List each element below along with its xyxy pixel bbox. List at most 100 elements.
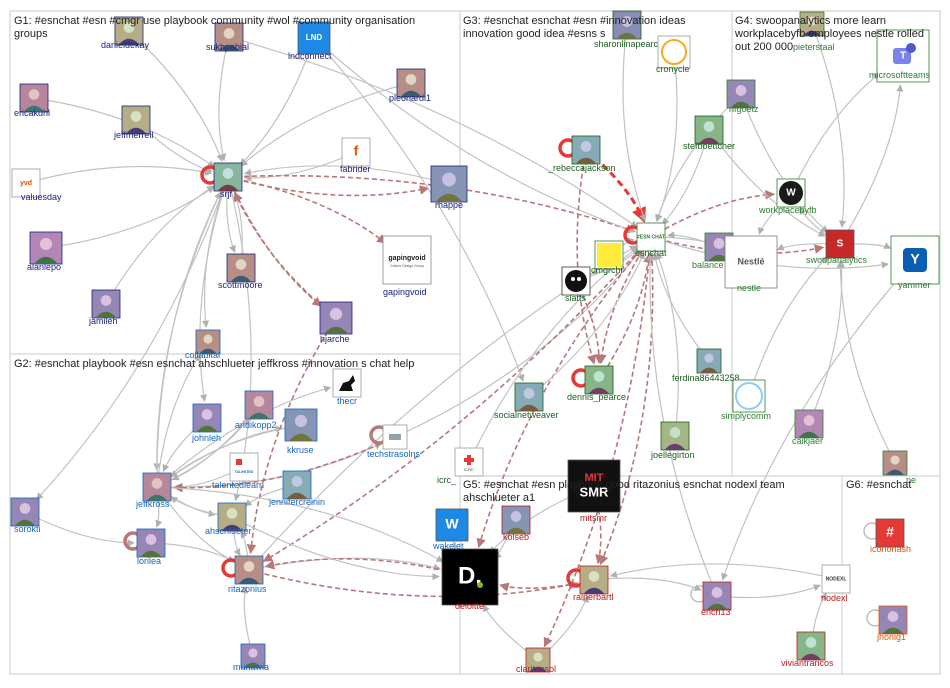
node-kolseb[interactable]: kolseb [501, 505, 531, 542]
svg-text:gapingvoid: gapingvoid [388, 255, 425, 262]
edge-esnchat-to-ritazonius [262, 236, 652, 562]
node-label: lorilea [137, 556, 161, 566]
node-label: fabrider [340, 164, 371, 174]
node-ahschlueter[interactable]: ahschlueter [205, 502, 252, 536]
node-pleonardi1[interactable]: pleonardi1 [389, 68, 431, 103]
node-pe-partial[interactable]: pe [882, 450, 916, 485]
avatar-icon [799, 11, 825, 37]
node-collabital[interactable]: collabital [185, 329, 221, 360]
node-pieterstaal[interactable]: pieterstaal [793, 11, 835, 52]
avatar-icon [226, 253, 256, 283]
node-sharonlinapearce[interactable]: sharonlinapearce [594, 10, 663, 49]
node--rebeccajackson[interactable]: _rebeccajackson [547, 135, 616, 173]
edge-sharonlinapearce-to-esnchat [622, 24, 647, 222]
node-label: mitsmr [580, 513, 607, 523]
node-muhawia[interactable]: muhawia [233, 643, 269, 672]
horse-rider-logo-icon [332, 368, 362, 398]
node-sukhpabial[interactable]: sukhpabial [206, 22, 249, 52]
node-techstrasolns[interactable]: techstrasolns [367, 424, 421, 459]
slatts-logo-icon [561, 266, 591, 296]
node-label: swoopanalytics [806, 255, 868, 265]
node-label: nodexl [821, 593, 848, 603]
node-jeffmerrell[interactable]: jeffmerrell [113, 105, 153, 140]
node-slatts[interactable]: slatts [561, 266, 591, 303]
node-erich13[interactable]: erich13 [701, 581, 732, 617]
node-label: erich13 [701, 607, 731, 617]
node-scottmoore[interactable]: scottmoore [218, 253, 263, 290]
node-label: sharonlinapearce [594, 39, 663, 49]
node-cmgrchi[interactable]: cmgrchi [591, 240, 624, 275]
node-caikjaer[interactable]: caikjaer [792, 409, 824, 446]
node-iconohash[interactable]: #iconohash [870, 518, 911, 554]
node-johnleh[interactable]: johnleh [191, 403, 222, 443]
node-hjarche[interactable]: hjarche [319, 301, 353, 344]
node-viviantrancos[interactable]: viviantrancos [781, 631, 834, 668]
edge-kkruse-to-jeffkross [170, 424, 302, 478]
cronycle-logo-icon [657, 35, 691, 69]
edge-jeffkross-to-srjf [156, 191, 221, 488]
panel-g6 [841, 475, 941, 675]
node-danieldekay[interactable]: danieldekay [101, 16, 150, 50]
node-nfgoetz[interactable]: nfgoetz [726, 79, 759, 114]
avatar-icon [136, 528, 166, 558]
node-simplycomm[interactable]: simplycomm [721, 379, 771, 421]
edge-swoopanalytics-to-microsoftteams [839, 84, 904, 245]
avatar-icon [10, 497, 40, 527]
lnd-logo-icon: LND [297, 21, 331, 55]
node-stefboettcher[interactable]: stefboettcher [683, 115, 735, 151]
node-joellegirton[interactable]: joellegirton [650, 421, 695, 460]
avatar-icon [794, 409, 824, 439]
node-ritazonius[interactable]: ritazonius [228, 555, 267, 594]
node-rainerbartl[interactable]: rainerbartl [573, 565, 614, 602]
node-jennifercreinin[interactable]: jennifercreinin [268, 470, 325, 507]
edge-rhappe-to-srjf [243, 165, 450, 185]
node-thecr[interactable]: thecr [332, 368, 362, 406]
svg-text:Culture Design Group: Culture Design Group [390, 264, 424, 268]
node-label: simplycomm [721, 411, 771, 421]
node-dennis-pearce[interactable]: dennis_pearce [567, 365, 626, 402]
node-claritassol[interactable]: claritassol [516, 647, 556, 674]
node-label: ferdina86443258 [672, 373, 740, 383]
edge-jeffkross-to-collabital [156, 353, 201, 488]
node-socialnetweaver[interactable]: socialnetweaver [494, 382, 559, 420]
node-label: jamileh [88, 316, 118, 326]
valuesday-logo-icon: yvd [11, 168, 41, 198]
node-label: valuesday [21, 192, 62, 202]
edge-sorokti-to-lorilea [24, 511, 135, 547]
node-sorokti[interactable]: sorokti [10, 497, 41, 534]
node-ferdina86443258[interactable]: ferdina86443258 [672, 348, 740, 383]
node-ericakuhl[interactable]: ericakuhl [14, 83, 50, 118]
node-alanlepo[interactable]: alanlepo [27, 231, 63, 272]
node-cronycle[interactable]: cronycle [656, 35, 691, 74]
node-deloitte[interactable]: D.deloitte [441, 548, 499, 611]
node-lorilea[interactable]: lorilea [136, 528, 166, 566]
node-andikopp2[interactable]: andikopp2 [235, 390, 277, 430]
node-label: scottmoore [218, 280, 263, 290]
node-kkruse[interactable]: kkruse [284, 408, 318, 455]
node-label: ahschlueter [205, 526, 252, 536]
edge-srjf-to-rhappe [227, 176, 430, 197]
avatar-icon [584, 365, 614, 395]
node-label: iconohash [870, 544, 911, 554]
node-rhappe[interactable]: rhappe [430, 165, 468, 210]
node-jhonig1[interactable]: jhonig1 [876, 605, 908, 642]
node-srjf[interactable]: srjf [213, 162, 243, 199]
node-jamileh[interactable]: jamileh [88, 289, 121, 326]
edge-stefboettcher-to-swoopanalytics [708, 129, 826, 237]
node-jeffkross[interactable]: jeffkross [135, 472, 172, 509]
